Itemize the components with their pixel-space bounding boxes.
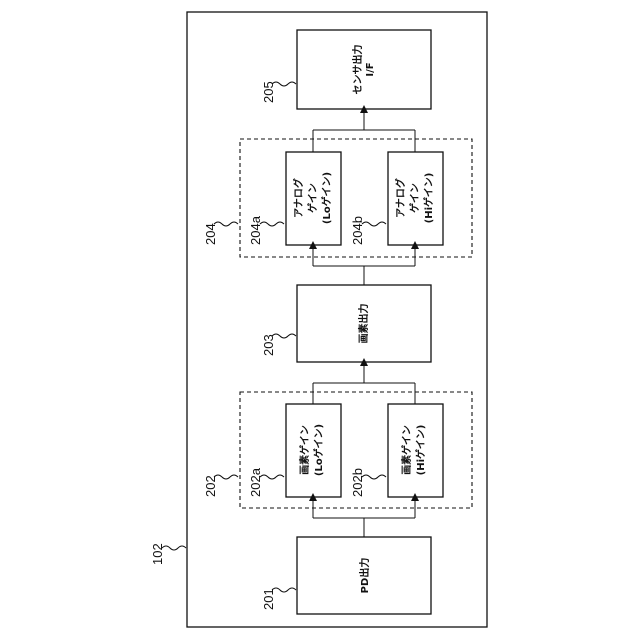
block-204b-line-3: (Hiゲイン) [422, 173, 435, 224]
block-204a-ref: 204a [248, 215, 263, 245]
block-205-ref: 205 [261, 81, 276, 103]
block-204a-line-2: ゲイン [306, 183, 319, 213]
block-202b-line-1: 画素ゲイン [400, 425, 413, 475]
block-204b-ref: 204b [350, 216, 365, 245]
outer-frame-label: 102 [150, 543, 165, 565]
block-201-line-1: PD出力 [358, 558, 371, 594]
block-202a-line-2: (Loゲイン) [312, 424, 325, 476]
outer-frame-leader [162, 546, 186, 550]
block-205 [297, 30, 431, 109]
block-202b-line-2: (Hiゲイン) [414, 425, 427, 476]
block-202b-ref: 202b [350, 468, 365, 497]
block-204a-line-1: アナログ [292, 178, 305, 218]
block-203-line-1: 画素出力 [357, 304, 370, 344]
block-204b-line-2: ゲイン [408, 183, 421, 213]
group-202-label: 202 [203, 475, 218, 497]
group-204-label: 204 [203, 223, 218, 245]
block-205-line-2: I/F [365, 62, 376, 76]
block-205-line-1: センサ出力 [351, 45, 364, 95]
block-203-ref: 203 [261, 334, 276, 356]
block-202a-ref: 202a [248, 467, 263, 497]
block-204b-line-1: アナログ [394, 178, 407, 218]
block-202a-line-1: 画素ゲイン [298, 425, 311, 475]
block-201-ref: 201 [261, 588, 276, 610]
block-204a-line-3: (Loゲイン) [320, 172, 333, 224]
